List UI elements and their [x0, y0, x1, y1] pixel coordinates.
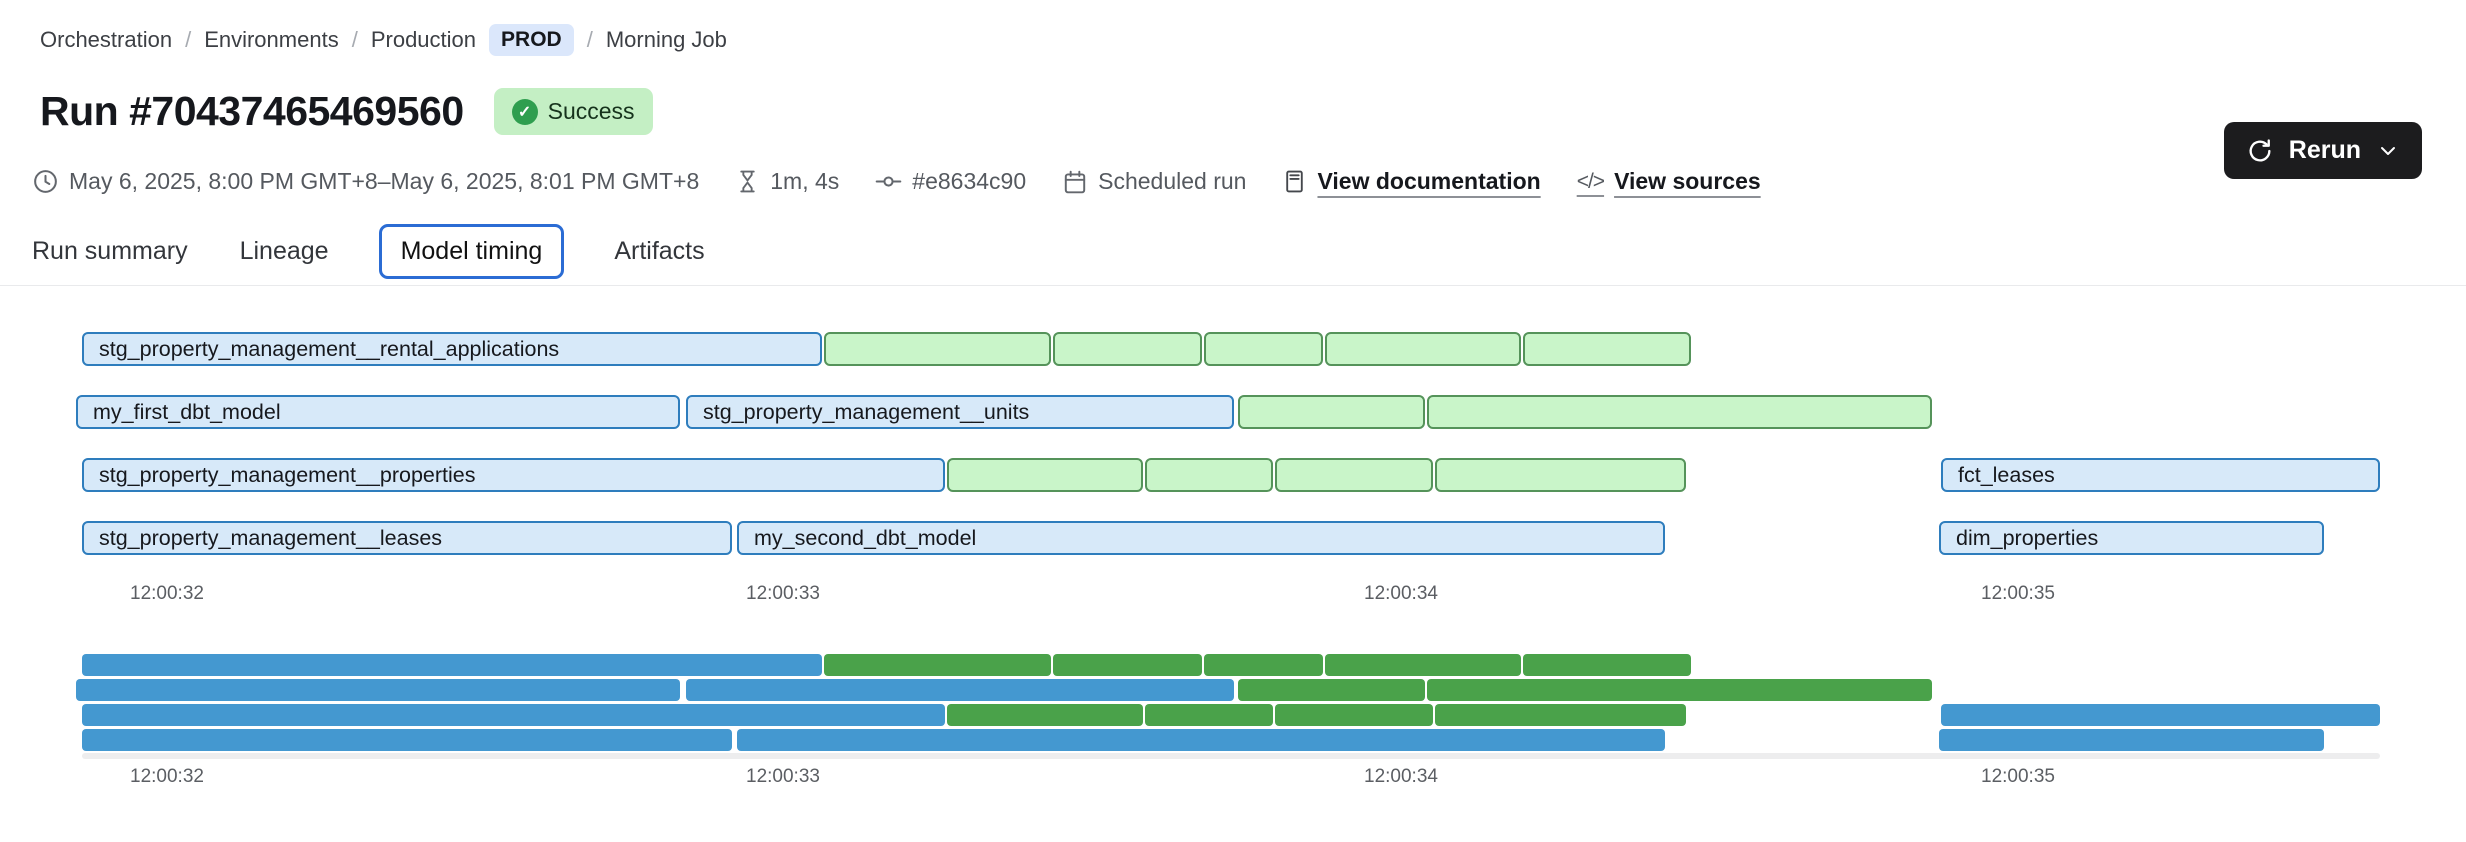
gantt-bar-label: fct_leases: [1958, 462, 2055, 487]
minimap-bar[interactable]: [686, 679, 1234, 701]
breadcrumb-separator: /: [185, 27, 192, 52]
minimap-time-axis: 12:00:32 12:00:33 12:00:34 12:00:35: [0, 766, 2466, 792]
breadcrumb: Orchestration / Environments / Productio…: [40, 24, 727, 56]
tab-artifacts[interactable]: Artifacts: [614, 237, 705, 265]
axis-tick-label: 12:00:35: [1981, 766, 2055, 787]
view-documentation-link[interactable]: View documentation: [1282, 168, 1541, 195]
minimap-bar[interactable]: [82, 704, 945, 726]
breadcrumb-production[interactable]: Production: [370, 27, 477, 52]
gantt-bar[interactable]: [1523, 332, 1691, 366]
minimap-bar[interactable]: [1941, 704, 2380, 726]
gantt-bar[interactable]: my_second_dbt_model: [737, 521, 1665, 555]
minimap-bar[interactable]: [82, 729, 732, 751]
view-sources-link[interactable]: </> View sources: [1576, 168, 1761, 194]
documentation-icon: [1286, 170, 1304, 193]
gantt-bar[interactable]: stg_property_management__properties: [82, 458, 945, 492]
breadcrumb-morning-job[interactable]: Morning Job: [605, 27, 727, 52]
minimap-bar[interactable]: [1053, 654, 1202, 676]
minimap-track[interactable]: [82, 753, 2380, 759]
run-header: Run #70437465469560 ✓ Success: [40, 88, 653, 135]
gantt-bar-label: stg_property_management__leases: [99, 525, 443, 550]
gantt-bar[interactable]: dim_properties: [1939, 521, 2324, 555]
breadcrumb-separator: /: [351, 27, 358, 52]
minimap-bar[interactable]: [824, 654, 1051, 676]
gantt-bar[interactable]: [1204, 332, 1323, 366]
gantt-bar[interactable]: stg_property_management__units: [686, 395, 1234, 429]
gantt-bar-label: dim_properties: [1956, 525, 2099, 550]
minimap-bar[interactable]: [1325, 654, 1521, 676]
gantt-chart: stg_property_management__rental_applicat…: [0, 320, 2466, 570]
minimap-bar[interactable]: [82, 654, 822, 676]
gantt-bar[interactable]: [1427, 395, 1932, 429]
minimap-bar[interactable]: [76, 679, 680, 701]
run-trigger: Scheduled run: [1062, 168, 1246, 195]
minimap-bar[interactable]: [1939, 729, 2324, 751]
axis-tick-label: 12:00:34: [1364, 766, 1438, 787]
tab-lineage[interactable]: Lineage: [239, 237, 329, 265]
gantt-bar[interactable]: my_first_dbt_model: [76, 395, 680, 429]
axis-tick-label: 12:00:34: [1364, 583, 1438, 604]
commit-icon: [875, 176, 902, 187]
gantt-bar[interactable]: [1053, 332, 1202, 366]
gantt-bar[interactable]: [1145, 458, 1273, 492]
clock-icon: [34, 170, 57, 193]
gantt-time-axis: 12:00:32 12:00:33 12:00:34 12:00:35: [0, 583, 2466, 609]
gantt-bar[interactable]: stg_property_management__leases: [82, 521, 732, 555]
tabs-divider: [0, 285, 2466, 286]
gantt-bar[interactable]: [1275, 458, 1433, 492]
minimap-bar[interactable]: [1275, 704, 1433, 726]
gantt-bar-label: stg_property_management__rental_applicat…: [99, 336, 560, 361]
gantt-bar[interactable]: fct_leases: [1941, 458, 2380, 492]
gantt-bar-label: stg_property_management__units: [703, 399, 1030, 424]
run-meta-row: May 6, 2025, 8:00 PM GMT+8–May 6, 2025, …: [32, 168, 1761, 195]
axis-tick-label: 12:00:33: [746, 583, 820, 604]
minimap-bar[interactable]: [947, 704, 1143, 726]
axis-tick-label: 12:00:33: [746, 766, 820, 787]
minimap-bar[interactable]: [1435, 704, 1686, 726]
minimap-bar[interactable]: [1204, 654, 1323, 676]
axis-tick-label: 12:00:32: [130, 766, 204, 787]
gantt-bar-label: my_second_dbt_model: [754, 525, 977, 550]
axis-tick-label: 12:00:32: [130, 583, 204, 604]
gantt-minimap[interactable]: [0, 640, 2466, 770]
rerun-button-label: Rerun: [2288, 136, 2361, 164]
rerun-button[interactable]: Rerun: [2223, 122, 2422, 179]
minimap-bar[interactable]: [1427, 679, 1932, 701]
gantt-bar[interactable]: stg_property_management__rental_applicat…: [82, 332, 822, 366]
status-badge-label: Success: [547, 98, 635, 124]
page-title: Run #70437465469560: [40, 88, 464, 134]
gantt-bar[interactable]: [824, 332, 1051, 366]
breadcrumb-orchestration[interactable]: Orchestration: [40, 27, 173, 52]
commit-hash: #e8634c90: [875, 168, 1026, 195]
minimap-bar[interactable]: [737, 729, 1665, 751]
minimap-bar[interactable]: [1523, 654, 1691, 676]
refresh-icon: [2249, 138, 2271, 162]
breadcrumb-environments[interactable]: Environments: [204, 27, 339, 52]
gantt-bar-label: my_first_dbt_model: [93, 399, 281, 424]
prod-environment-badge: PROD: [489, 24, 574, 56]
gantt-bar-label: stg_property_management__properties: [99, 462, 476, 487]
run-duration: 1m, 4s: [735, 168, 839, 195]
hourglass-icon: [740, 170, 755, 193]
breadcrumb-separator: /: [586, 27, 593, 52]
chevron-down-icon: [2381, 146, 2395, 155]
minimap-bar[interactable]: [1238, 679, 1425, 701]
minimap-bar[interactable]: [1145, 704, 1273, 726]
gantt-bar[interactable]: [1325, 332, 1521, 366]
gantt-bar[interactable]: [947, 458, 1143, 492]
gantt-bar[interactable]: [1435, 458, 1686, 492]
tab-run-summary[interactable]: Run summary: [32, 237, 188, 265]
run-tabs: Run summary Lineage Model timing Artifac…: [30, 224, 707, 279]
check-icon: ✓: [511, 98, 538, 125]
gantt-bar[interactable]: [1238, 395, 1425, 429]
code-icon: </>: [1576, 169, 1605, 193]
calendar-icon: [1064, 170, 1086, 193]
axis-tick-label: 12:00:35: [1981, 583, 2055, 604]
tab-model-timing[interactable]: Model timing: [378, 224, 565, 279]
status-badge: ✓ Success: [493, 88, 653, 135]
run-time-range: May 6, 2025, 8:00 PM GMT+8–May 6, 2025, …: [32, 168, 699, 195]
